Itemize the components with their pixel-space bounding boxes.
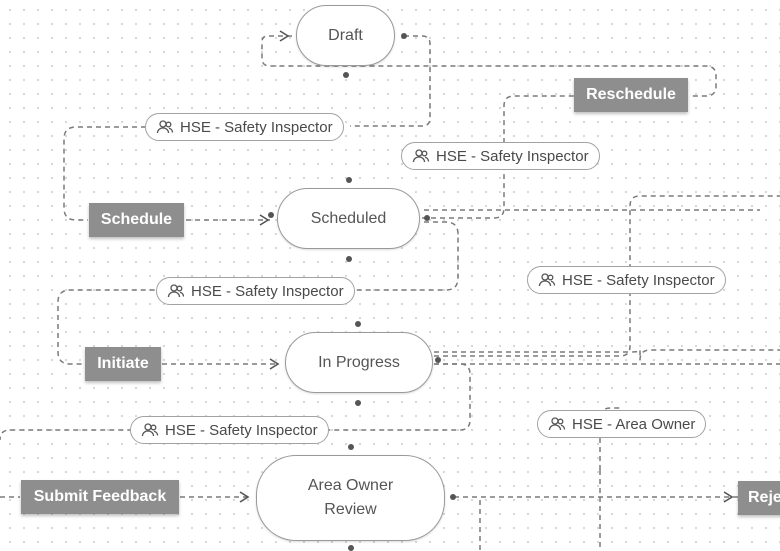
edge-draft-top-loop [261, 35, 717, 97]
edge-review-right [434, 349, 780, 361]
port-review-bottom [348, 545, 354, 551]
state-label: In Progress [318, 353, 400, 371]
state-node-scheduled[interactable]: Scheduled [277, 188, 420, 249]
schedule-action[interactable]: Schedule [89, 203, 184, 237]
arrowhead-draft [279, 30, 290, 42]
action-label: Reschedule [586, 86, 676, 103]
port-draft-bottom [343, 72, 349, 78]
action-label: Initiate [97, 355, 149, 372]
state-node-area-owner-review[interactable]: Area Owner Review [256, 455, 445, 541]
edge-areaowner-loop [599, 407, 620, 470]
role-label: HSE - Safety Inspector [191, 282, 344, 300]
reject-action[interactable]: Reje [738, 481, 780, 515]
port-scheduled-bottom [346, 256, 352, 262]
port-scheduled-top [346, 177, 352, 183]
reschedule-action[interactable]: Reschedule [574, 78, 688, 112]
port-draft-right [401, 33, 407, 39]
users-icon [141, 422, 159, 438]
state-label: Draft [328, 26, 363, 44]
arrowhead-review [239, 491, 250, 503]
state-node-in-progress[interactable]: In Progress [285, 332, 433, 393]
users-icon [156, 119, 174, 135]
port-inprogress-top [355, 321, 361, 327]
port-scheduled-right [424, 215, 430, 221]
role-pill[interactable]: HSE - Area Owner [537, 410, 707, 438]
role-pill[interactable]: HSE - Safety Inspector [145, 113, 344, 141]
port-review-top [348, 444, 354, 450]
role-label: HSE - Safety Inspector [562, 271, 715, 289]
port-review-right [450, 494, 456, 500]
role-label: HSE - Area Owner [572, 415, 696, 433]
users-icon [538, 272, 556, 288]
role-pill[interactable]: HSE - Safety Inspector [156, 277, 355, 305]
state-label-line1: Area Owner [307, 477, 394, 494]
initiate-action[interactable]: Initiate [85, 347, 161, 381]
submit-feedback-action[interactable]: Submit Feedback [21, 480, 179, 514]
action-label: Submit Feedback [33, 488, 167, 505]
role-pill[interactable]: HSE - Safety Inspector [401, 142, 600, 170]
role-pill[interactable]: HSE - Safety Inspector [527, 266, 726, 294]
arrowhead-reject [723, 491, 734, 503]
arrowhead-scheduled [259, 214, 270, 226]
port-inprogress-bottom [355, 400, 361, 406]
role-label: HSE - Safety Inspector [436, 147, 589, 165]
edge-inprogress-review [0, 363, 471, 441]
role-label: HSE - Safety Inspector [165, 421, 318, 439]
users-icon [548, 416, 566, 432]
state-node-draft[interactable]: Draft [296, 5, 395, 66]
state-label: Scheduled [310, 209, 387, 227]
users-icon [412, 148, 430, 164]
action-label: Schedule [100, 211, 173, 228]
edge-draft-loop [350, 35, 431, 127]
action-label: Reje [748, 489, 780, 506]
edge-to-schedule [63, 126, 146, 221]
port-scheduled-left [268, 212, 274, 218]
port-inprogress-right [435, 357, 441, 363]
role-pill[interactable]: HSE - Safety Inspector [130, 416, 329, 444]
arrowhead-inprogress [269, 358, 280, 370]
role-label: HSE - Safety Inspector [180, 118, 333, 136]
state-label-line2: Review [324, 501, 377, 518]
users-icon [167, 283, 185, 299]
